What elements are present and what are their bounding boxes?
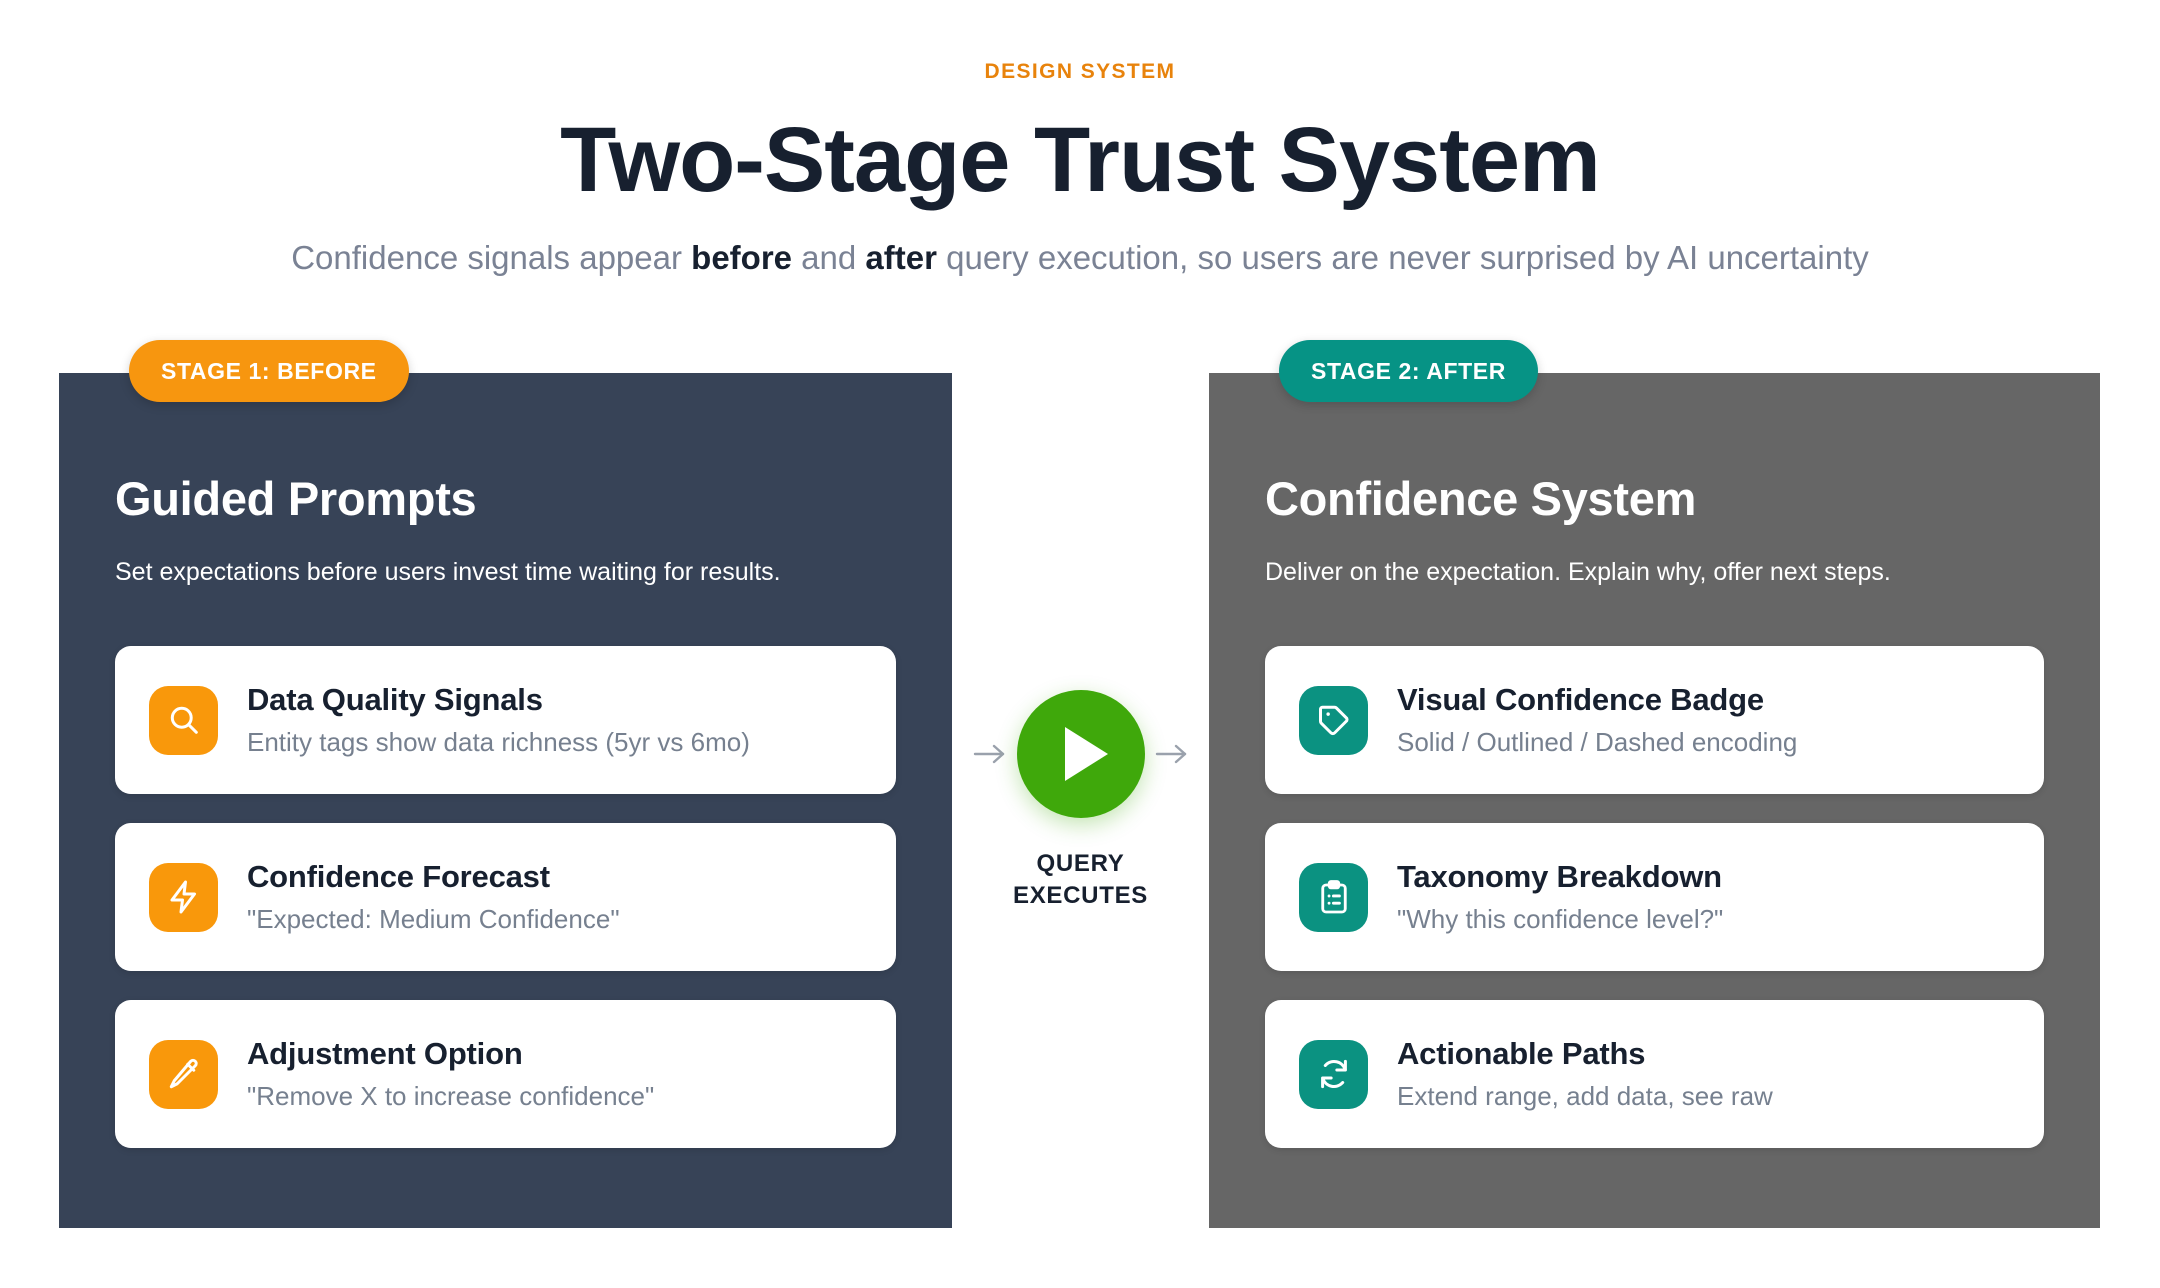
subtitle-text-3: query execution, so users are never surp… [936,238,1869,276]
card-list-after: Visual Confidence Badge Solid / Outlined… [1265,646,2044,1148]
stage-subtitle-before: Set expectations before users invest tim… [115,558,781,586]
card-adjustment-option[interactable]: Adjustment Option "Remove X to increase … [115,1000,896,1148]
stage-panel-after: STAGE 2: AFTER Confidence System Deliver… [1209,340,2100,1228]
play-icon[interactable] [1016,689,1145,818]
connector-label-line-1: QUERY [1036,849,1125,877]
card-description: Extend range, add data, see raw [1397,1081,1773,1111]
clipboard-list-icon [1299,862,1368,932]
card-confidence-forecast[interactable]: Confidence Forecast "Expected: Medium Co… [115,823,896,971]
card-description: "Expected: Medium Confidence" [247,904,620,934]
arrow-right-icon-left [973,741,1007,767]
connector-label: QUERY EXECUTES [1013,848,1148,912]
card-text: Actionable Paths Extend range, add data,… [1397,1036,1773,1112]
card-description: Entity tags show data richness (5yr vs 6… [247,727,750,757]
subtitle-emphasis-after: after [865,238,937,276]
query-executes-connector: QUERY EXECUTES [952,373,1209,1228]
eyebrow-label: DESIGN SYSTEM [984,60,1176,83]
card-description: "Why this confidence level?" [1397,904,1724,934]
stage-panel-before: STAGE 1: BEFORE Guided Prompts Set expec… [59,340,952,1228]
card-text: Taxonomy Breakdown "Why this confidence … [1397,859,1723,935]
pencil-icon [149,1039,218,1109]
card-data-quality-signals[interactable]: Data Quality Signals Entity tags show da… [115,646,896,794]
refresh-icon [1299,1039,1368,1109]
subtitle-text-2: and [792,238,866,276]
stage-badge-after: STAGE 2: AFTER [1279,340,1538,402]
subtitle-text-1: Confidence signals appear [291,238,692,276]
card-title: Data Quality Signals [247,682,543,717]
card-list-before: Data Quality Signals Entity tags show da… [115,646,896,1148]
card-text: Confidence Forecast "Expected: Medium Co… [247,859,620,935]
card-text: Data Quality Signals Entity tags show da… [247,682,750,758]
card-description: "Remove X to increase confidence" [247,1081,655,1111]
play-triangle [1065,726,1108,781]
connector-label-line-2: EXECUTES [1013,881,1148,909]
stage-subtitle-after: Deliver on the expectation. Explain why,… [1265,558,1891,586]
card-title: Visual Confidence Badge [1397,682,1764,717]
subtitle-emphasis-before: before [691,238,793,276]
card-actionable-paths[interactable]: Actionable Paths Extend range, add data,… [1265,1000,2044,1148]
stage-badge-before: STAGE 1: BEFORE [129,340,409,402]
card-text: Visual Confidence Badge Solid / Outlined… [1397,682,1797,758]
page-subtitle: Confidence signals appear before and aft… [0,239,2160,277]
card-description: Solid / Outlined / Dashed encoding [1397,727,1798,757]
stage-title-before: Guided Prompts [115,472,477,525]
card-title: Actionable Paths [1397,1036,1646,1071]
stages-container: STAGE 1: BEFORE Guided Prompts Set expec… [0,340,2160,1228]
connector-row [952,689,1209,818]
arrow-right-icon-right [1155,741,1189,767]
card-visual-confidence-badge[interactable]: Visual Confidence Badge Solid / Outlined… [1265,646,2044,794]
card-title: Adjustment Option [247,1036,523,1071]
lightning-bolt-icon [149,862,218,932]
card-text: Adjustment Option "Remove X to increase … [247,1036,654,1112]
card-title: Taxonomy Breakdown [1397,859,1722,894]
card-title: Confidence Forecast [247,859,550,894]
stage-title-after: Confidence System [1265,472,1697,525]
card-taxonomy-breakdown[interactable]: Taxonomy Breakdown "Why this confidence … [1265,823,2044,971]
search-icon [149,685,218,755]
page-title: Two-Stage Trust System [560,109,1601,211]
tag-icon [1299,685,1368,755]
